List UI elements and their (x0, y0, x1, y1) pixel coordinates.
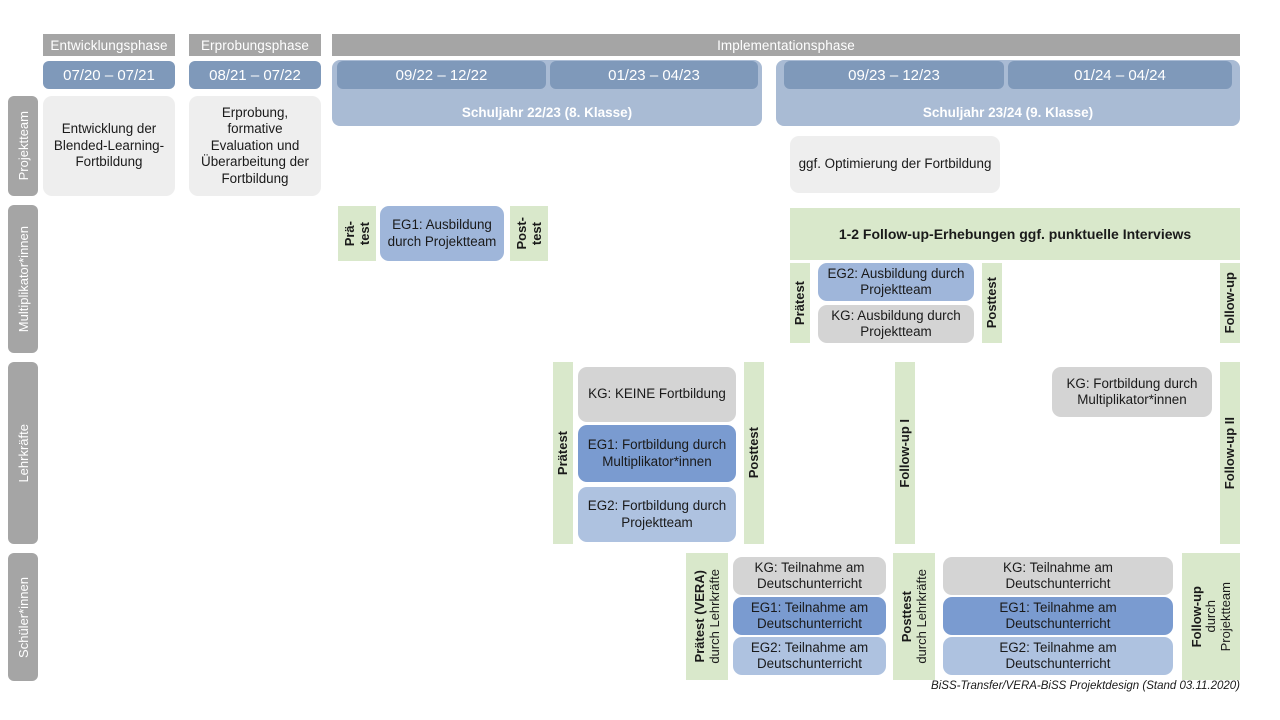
followup-sub1-label: durch (1203, 600, 1219, 633)
school-year-label: Schuljahr 23/24 (9. Klasse) (922, 105, 1094, 120)
schueler-posttest-band: Posttest durch Lehrkräfte (893, 553, 935, 680)
period-label: 09/23 – 12/23 (848, 66, 940, 84)
row-label-multiplikatoren: Multiplikator*innen (8, 205, 38, 353)
box-label: KG: Teilnahme am Deutschunterricht (1003, 559, 1113, 591)
schueler-kg-box-1: KG: Teilnahme am Deutschunterricht (733, 557, 886, 595)
multiplikatoren-followup-band: Follow-up (1220, 263, 1240, 343)
multiplikatoren-posttest-1-band: Post- test (510, 206, 548, 261)
followup-label: Follow-up (1222, 272, 1238, 334)
schueler-kg-box-2: KG: Teilnahme am Deutschunterricht (943, 557, 1173, 595)
schueler-eg2-box-2: EG2: Teilnahme am Deutschunterricht (943, 637, 1173, 675)
pretest-label: Prätest (792, 280, 808, 326)
followup-label: Follow-up I (897, 418, 913, 488)
row-label-text: Projektteam (15, 111, 31, 181)
phase-header-implementationsphase: Implementationsphase (332, 34, 1240, 56)
lehrkraefte-followup-1-band: Follow-up I (895, 362, 915, 544)
multiplikatoren-pretest-1-band: Prä- test (338, 206, 376, 261)
row-label-text: Schüler*innen (15, 576, 31, 658)
posttest-main-label: Posttest (898, 590, 914, 643)
period-0123-0423: 01/23 – 04/23 (550, 61, 758, 89)
period-0923-1223: 09/23 – 12/23 (784, 61, 1004, 89)
row-label-schueler: Schüler*innen (8, 553, 38, 681)
pretest-line1: Prä- (341, 220, 357, 247)
posttest-label: Posttest (746, 427, 762, 479)
phase-header-entwicklungsphase: Entwicklungsphase (43, 34, 175, 56)
phase-header-label: Erprobungsphase (200, 37, 310, 53)
period-label: 07/20 – 07/21 (63, 66, 155, 84)
box-label: KG: Ausbildung durch Projektteam (831, 307, 961, 339)
projektteam-optimization-box: ggf. Optimierung der Fortbildung (790, 136, 1000, 193)
school-year-label: Schuljahr 22/23 (8. Klasse) (461, 105, 633, 120)
period-label: 01/23 – 04/23 (608, 66, 700, 84)
multiplikatoren-eg2-box: EG2: Ausbildung durch Projektteam (818, 263, 974, 301)
pretest-sub-label: durch Lehrkräfte (706, 569, 722, 664)
pretest-label: Prätest (555, 430, 571, 476)
period-0821-0722: 08/21 – 07/22 (189, 61, 321, 89)
footer-text: BiSS-Transfer/VERA-BiSS Projektdesign (S… (931, 680, 1240, 692)
box-label: KG: KEINE Fortbildung (588, 386, 726, 402)
followup-survey-label: 1-2 Follow-up-Erhebungen ggf. punktuelle… (838, 225, 1192, 242)
lehrkraefte-kg-box-2: KG: Fortbildung durch Multiplikator*inne… (1052, 367, 1212, 417)
followup-sub2-label: Projektteam (1217, 581, 1233, 652)
pretest-line2: test (356, 221, 372, 246)
phase-header-label: Implementationsphase (717, 37, 855, 53)
multiplikatoren-pretest-2-band: Prätest (790, 263, 810, 343)
lehrkraefte-kg-box: KG: KEINE Fortbildung (578, 367, 736, 422)
lehrkraefte-pretest-band: Prätest (553, 362, 573, 544)
box-label: EG1: Teilnahme am Deutschunterricht (750, 599, 869, 631)
followup-label: Follow-up II (1222, 416, 1238, 490)
multiplikatoren-eg1-box: EG1: Ausbildung durch Projektteam (380, 206, 504, 261)
box-label: Erprobung, formative Evaluation und Über… (201, 105, 309, 186)
pretest-main-label: Prätest (VERA) (691, 570, 707, 663)
lehrkraefte-eg2-box: EG2: Fortbildung durch Projektteam (578, 487, 736, 542)
row-label-text: Multiplikator*innen (15, 225, 31, 333)
projektteam-pilot-box: Erprobung, formative Evaluation und Über… (189, 96, 321, 196)
row-label-text: Lehrkräfte (15, 423, 31, 483)
box-label: Entwicklung der Blended-Learning-Fortbil… (53, 121, 165, 170)
schueler-eg1-box-2: EG1: Teilnahme am Deutschunterricht (943, 597, 1173, 635)
lehrkraefte-followup-2-band: Follow-up II (1220, 362, 1240, 544)
box-label: EG2: Fortbildung durch Projektteam (587, 498, 727, 530)
multiplikatoren-followup-survey-band: 1-2 Follow-up-Erhebungen ggf. punktuelle… (790, 208, 1240, 260)
posttest-line1: Post- (513, 217, 529, 250)
schueler-pretest-band: Prätest (VERA) durch Lehrkräfte (686, 553, 728, 680)
multiplikatoren-kg-box: KG: Ausbildung durch Projektteam (818, 305, 974, 343)
box-label: EG2: Ausbildung durch Projektteam (827, 265, 965, 297)
posttest-label: Posttest (984, 277, 1000, 329)
lehrkraefte-eg1-box: EG1: Fortbildung durch Multiplikator*inn… (578, 425, 736, 482)
period-label: 09/22 – 12/22 (395, 66, 488, 84)
schueler-eg1-box-1: EG1: Teilnahme am Deutschunterricht (733, 597, 886, 635)
lehrkraefte-posttest-band: Posttest (744, 362, 764, 544)
footer-credit: BiSS-Transfer/VERA-BiSS Projektdesign (S… (700, 680, 1240, 698)
period-label: 01/24 – 04/24 (1074, 66, 1166, 84)
schueler-eg2-box-1: EG2: Teilnahme am Deutschunterricht (733, 637, 886, 675)
posttest-line2: test (528, 221, 544, 246)
box-label: EG2: Teilnahme am Deutschunterricht (999, 639, 1117, 671)
projektteam-development-box: Entwicklung der Blended-Learning-Fortbil… (43, 96, 175, 196)
period-0922-1222: 09/22 – 12/22 (337, 61, 546, 89)
box-label: KG: Teilnahme am Deutschunterricht (754, 559, 865, 591)
period-label: 08/21 – 07/22 (209, 66, 301, 84)
phase-header-erprobungsphase: Erprobungsphase (189, 34, 321, 56)
phase-header-label: Entwicklungsphase (50, 37, 168, 53)
row-label-projektteam: Projektteam (8, 96, 38, 196)
period-0720-0721: 07/20 – 07/21 (43, 61, 175, 89)
box-label: KG: Fortbildung durch Multiplikator*inne… (1066, 375, 1198, 407)
box-label: EG2: Teilnahme am Deutschunterricht (750, 639, 869, 671)
schueler-followup-band: Follow-up durch Projektteam (1182, 553, 1240, 680)
box-label: ggf. Optimierung der Fortbildung (798, 156, 992, 172)
box-label: EG1: Teilnahme am Deutschunterricht (999, 599, 1117, 631)
box-label: EG1: Fortbildung durch Multiplikator*inn… (587, 437, 727, 469)
row-label-lehrkraefte: Lehrkräfte (8, 362, 38, 544)
followup-main-label: Follow-up (1188, 585, 1204, 648)
posttest-sub-label: durch Lehrkräfte (913, 569, 929, 664)
period-0124-0424: 01/24 – 04/24 (1008, 61, 1232, 89)
box-label: EG1: Ausbildung durch Projektteam (387, 217, 497, 249)
multiplikatoren-posttest-2-band: Posttest (982, 263, 1002, 343)
